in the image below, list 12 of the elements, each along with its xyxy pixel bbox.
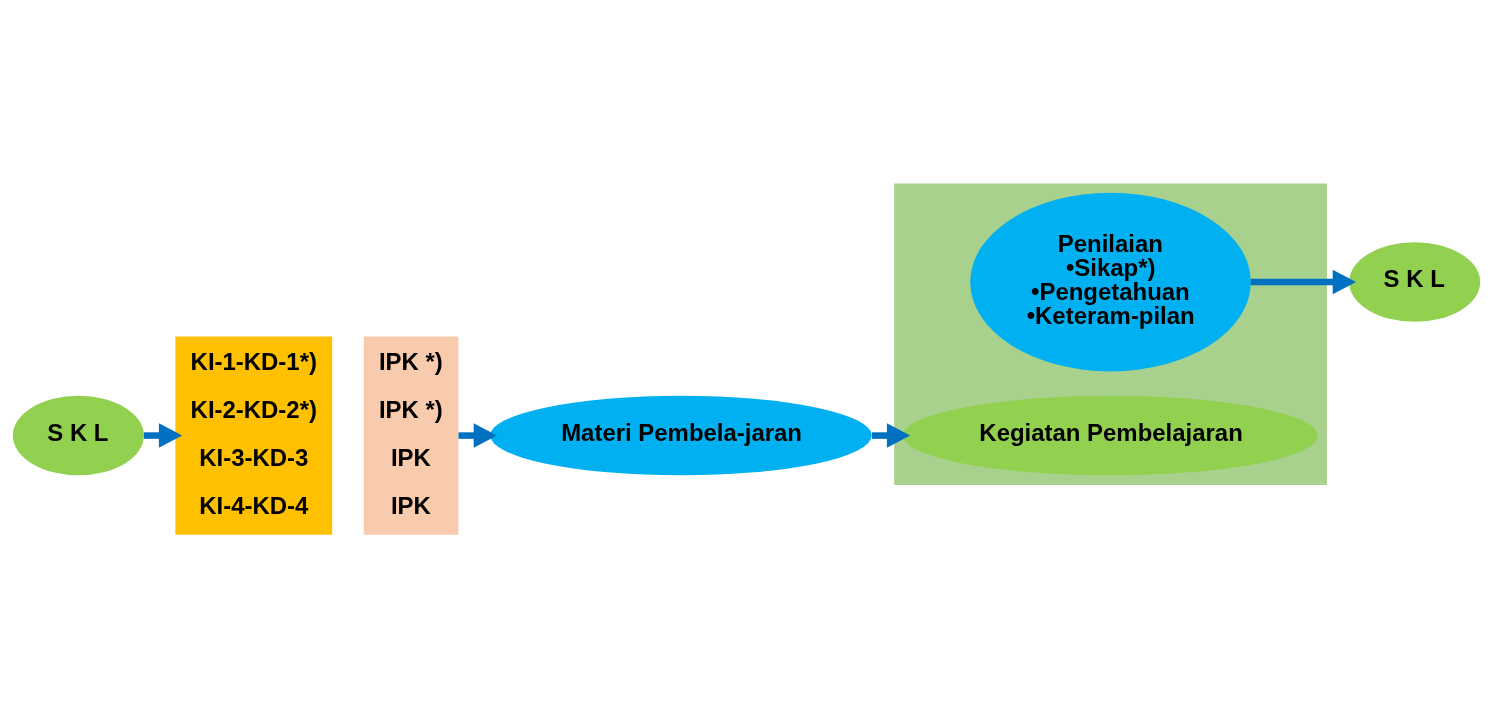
cluster [894,183,1327,486]
node-ellipse: S K L [12,395,144,476]
node-ellipse: S K L [1349,242,1481,322]
node-box: KI-1-KD-1*) KI-2-KD-2*) KI-3-KD-3 KI-4-KD-4 [175,336,333,535]
arrow [1250,269,1357,295]
arrow [458,423,498,448]
node-ellipse: Kegiatan Pembelajaran [903,395,1318,476]
node-box: IPK *) IPK *) IPK IPK [363,336,459,535]
node-ellipse: Materi Pembela-jaran [490,395,872,476]
node-ellipse: Penilaian •Sikap*) •Pengetahuan •Keteram-pilan [970,192,1251,372]
arrow [143,423,183,448]
arrow [872,423,911,448]
